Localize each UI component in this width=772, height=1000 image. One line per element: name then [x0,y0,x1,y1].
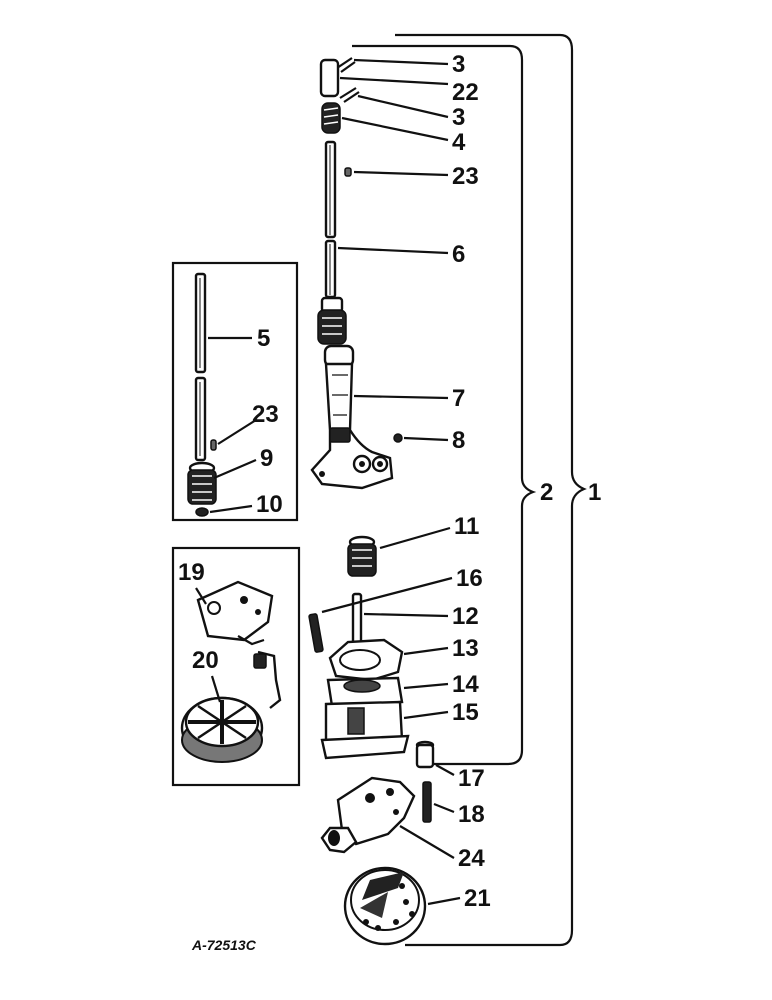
callout-1: 1 [588,479,601,506]
pump-body-part-7 [310,344,394,490]
callout-16: 16 [456,565,483,592]
callout-13: 13 [452,635,479,662]
callout-18: 18 [458,801,485,828]
alt-parts-box-upper [171,261,299,522]
gasket-part-13 [328,638,404,682]
washer-part-10 [195,507,209,517]
callout-23-box: 23 [252,401,279,428]
cover-plate-part-19 [196,580,274,646]
shaft-part-23-box [210,439,217,451]
shaft-part-23-small [344,167,352,177]
callout-11: 11 [454,513,479,540]
callout-20: 20 [192,647,219,674]
sleeve-part-22 [319,58,340,98]
ball-part-8 [393,433,403,443]
pin-part-16 [308,613,324,653]
callout-labels: 3 22 3 4 23 6 5 23 7 8 9 10 11 16 12 13 … [178,51,601,912]
shaft-part-6 [324,140,337,299]
callout-9: 9 [260,445,273,472]
callout-24: 24 [458,845,485,872]
bushing-part-17 [415,740,435,769]
gear-part-9 [187,461,217,505]
pin-part-3-lower [339,87,360,103]
callout-3-top: 3 [452,51,465,78]
callout-6: 6 [452,241,465,268]
callout-21: 21 [464,885,491,912]
gear-part-11 [347,535,377,577]
callout-15: 15 [452,699,479,726]
gear-part-4 [321,102,341,134]
pump-housing-part-15 [320,700,410,760]
callout-10: 10 [256,491,283,518]
pin-part-18 [422,781,432,823]
callout-22: 22 [452,79,479,106]
callout-23-top: 23 [452,163,479,190]
callout-14: 14 [452,671,479,698]
callout-8: 8 [452,427,465,454]
callout-7: 7 [452,385,465,412]
pump-housing-part-14 [326,676,404,708]
cover-part-24 [320,776,416,854]
callout-17: 17 [458,765,485,792]
callout-2: 2 [540,479,553,506]
callout-12: 12 [452,603,479,630]
brace-item-2 [352,44,537,766]
pin-part-3-top [336,57,356,73]
screen-assembly-part-20 [180,650,282,763]
callout-5: 5 [257,325,270,352]
screen-part-21 [343,866,427,946]
brace-item-1 [395,33,587,947]
figure-code: A-72513C [191,937,257,953]
drive-gear-on-shaft [317,296,347,345]
callout-3-lower: 3 [452,104,465,131]
callout-4: 4 [452,129,466,156]
leader-lines [195,58,461,906]
shaft-part-5 [194,272,207,462]
alt-parts-box-lower [171,546,301,787]
callout-19: 19 [178,559,205,586]
